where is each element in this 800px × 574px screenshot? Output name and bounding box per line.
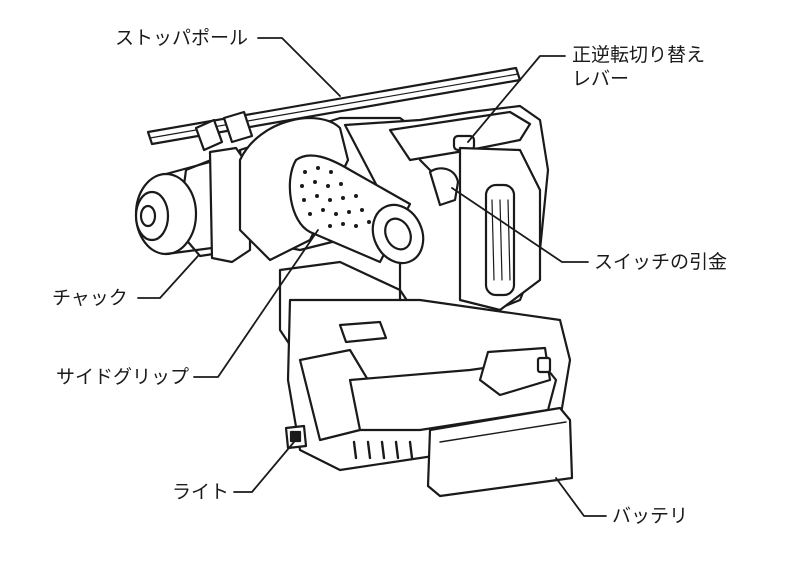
battery-drawing [426, 406, 574, 498]
leader-battery [555, 477, 607, 517]
leader-switch-trigger [451, 187, 589, 263]
vent-slots [352, 440, 414, 460]
chuck-drawing [134, 146, 258, 264]
label-side-grip: サイドグリップ [56, 366, 190, 388]
side-grip-drawing [238, 116, 425, 265]
leader-stopper-pole [257, 37, 341, 97]
leader-lines [137, 37, 607, 517]
leader-light [233, 441, 295, 493]
leader-reverse-lever [467, 55, 566, 143]
label-reverse-lever-line1: 正逆転切り替え [572, 44, 706, 66]
label-battery: バッテリ [612, 505, 689, 527]
stopper-pole-drawing [146, 66, 522, 152]
label-stopper-pole: ストッパポール [115, 27, 249, 49]
label-chuck: チャック [52, 287, 128, 309]
label-reverse-lever-line2: レバー [572, 68, 630, 90]
leader-chuck [137, 255, 199, 299]
label-switch-trigger: スイッチの引金 [594, 251, 728, 273]
leader-side-grip [193, 229, 319, 378]
label-light: ライト [172, 481, 230, 503]
grip-texture [300, 166, 371, 228]
